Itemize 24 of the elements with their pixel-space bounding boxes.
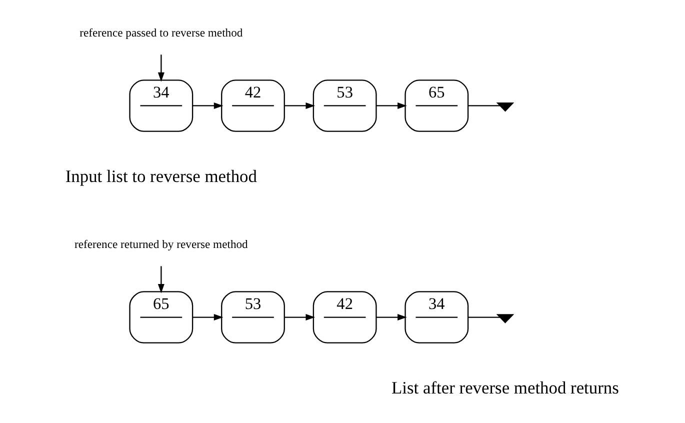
node-box: 65 [129,291,194,344]
arrow [376,314,407,321]
node-text: reference passed to reverse method [80,26,243,40]
arrow [284,102,316,109]
arrow [158,266,164,294]
arrow [192,314,224,321]
label: List after reverse method returns [392,377,619,398]
arrow [192,102,224,109]
node-box: 42 [221,80,285,132]
node-box: 34 [404,291,469,344]
arrow [284,314,316,321]
node-text: reference returned by reverse method [74,238,248,252]
node-ground [496,314,514,324]
node-box: 53 [221,291,285,344]
node-box: 65 [404,80,469,132]
label: Input list to reverse method [65,166,257,186]
arrow [158,54,164,82]
connector [468,316,500,318]
node-ground [496,102,514,112]
node-box: 34 [129,80,194,132]
connector [468,105,500,106]
node-box: 53 [312,80,377,132]
arrow [376,102,407,109]
node-box: 42 [312,291,377,344]
